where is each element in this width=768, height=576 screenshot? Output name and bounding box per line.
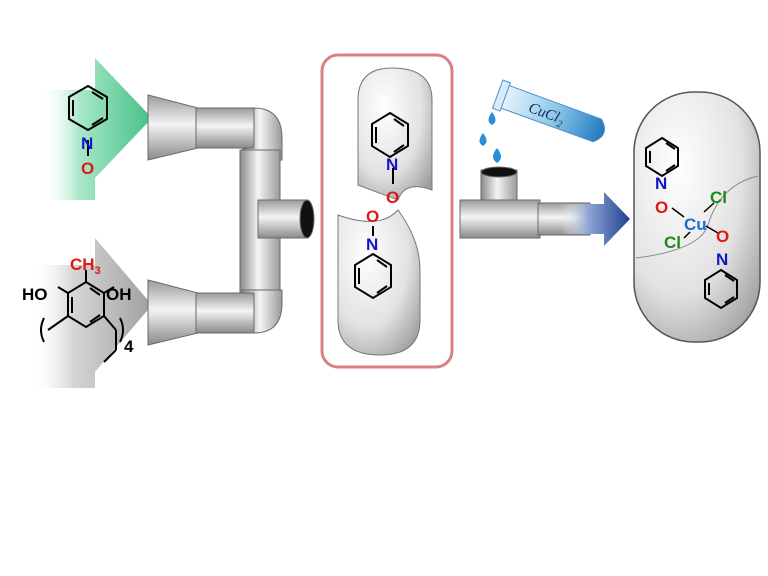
green-funnel-arrow xyxy=(40,58,152,200)
t-junction-opening xyxy=(480,166,518,178)
drop-1 xyxy=(488,112,496,125)
tube-body xyxy=(498,84,605,143)
product-lower-pyridine xyxy=(704,268,738,310)
upper-pyridine-ring xyxy=(371,111,409,184)
capsule-seam xyxy=(635,175,759,259)
pipe-system xyxy=(147,94,315,346)
lower-pyridine-ring xyxy=(354,226,392,300)
capsule-body xyxy=(633,91,761,343)
methyl-label: CH3 xyxy=(70,255,101,277)
drop-2 xyxy=(479,133,487,146)
host-capsule-panel: N O O N xyxy=(320,53,454,369)
pyridine-n-oxide-input: N O xyxy=(40,58,152,200)
drop-3 xyxy=(493,148,501,163)
pyridine-ring xyxy=(68,84,108,156)
chlorine-top: Cl xyxy=(710,188,727,207)
gray-funnel-arrow xyxy=(30,238,152,388)
top-funnel xyxy=(147,94,199,161)
bottom-elbow xyxy=(241,289,283,334)
calixarene-ring xyxy=(40,270,124,363)
calixarene-input: CH3 HO OH 4 xyxy=(22,238,152,388)
chlorine-bottom: Cl xyxy=(664,233,681,252)
t-junction-horizontal xyxy=(459,199,541,239)
copper-atom: Cu xyxy=(684,215,707,234)
nitrogen-atom: N xyxy=(81,134,93,153)
repeat-subscript: 4 xyxy=(124,337,134,356)
tube-rim xyxy=(491,79,511,112)
hydroxyl-left-label: HO xyxy=(22,285,48,304)
lower-nitrogen-atom: N xyxy=(366,235,378,254)
product-capsule: N O Cu Cl Cl O N xyxy=(633,91,761,343)
upper-nitrogen-atom: N xyxy=(386,155,398,174)
product-upper-nitrogen: N xyxy=(655,174,667,193)
product-lower-oxygen: O xyxy=(716,227,729,246)
top-horizontal-pipe xyxy=(195,107,257,149)
bottom-horizontal-pipe xyxy=(195,292,257,334)
upper-oxygen-atom: O xyxy=(386,188,399,207)
lower-hemicapsule xyxy=(337,209,421,356)
product-lower-nitrogen: N xyxy=(716,250,728,269)
product-upper-pyridine xyxy=(645,136,679,178)
lower-oxygen-atom: O xyxy=(366,207,379,226)
reaction-arrow xyxy=(560,192,630,246)
bottom-funnel xyxy=(147,279,199,346)
cucl2-test-tube: CuCl2 xyxy=(479,79,605,163)
oxygen-atom: O xyxy=(81,159,94,178)
copper-bonds xyxy=(671,202,719,239)
upper-hemicapsule xyxy=(357,67,433,201)
product-upper-oxygen: O xyxy=(655,198,668,217)
outlet-opening xyxy=(299,199,315,239)
hydroxyl-right-label: OH xyxy=(106,285,132,304)
